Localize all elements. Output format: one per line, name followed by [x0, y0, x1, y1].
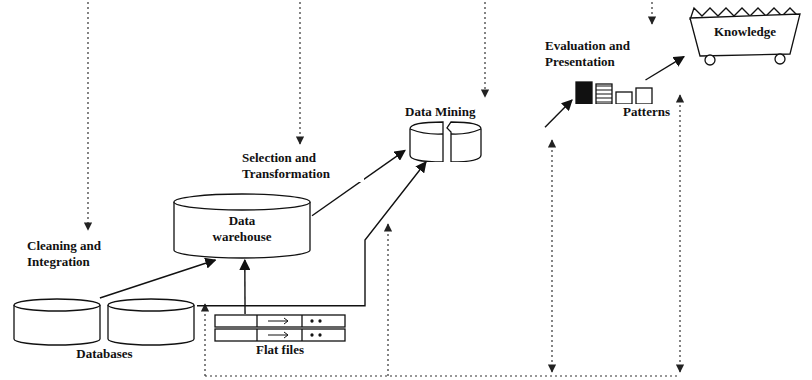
process-node: Patterns — [572, 80, 670, 120]
cart-body — [690, 14, 800, 56]
data-mining-icon — [405, 120, 545, 162]
file-row — [215, 329, 345, 341]
dotted-arrow — [299, 2, 300, 144]
bar — [576, 82, 592, 104]
process-node: Databases — [12, 298, 197, 362]
bar — [596, 84, 612, 104]
flow-arrow — [545, 100, 572, 127]
database-icon — [12, 298, 197, 346]
node-label: Data warehouse — [202, 213, 282, 245]
step-label: Evaluation and Presentation — [543, 38, 657, 70]
cylinder-half — [447, 122, 481, 162]
feedback-line — [551, 140, 552, 372]
cylinder-top — [174, 194, 310, 210]
feedback-line — [205, 375, 680, 376]
process-node: Data Mining — [405, 104, 545, 162]
node-label: Databases — [12, 346, 197, 362]
feedback-line — [387, 224, 388, 376]
cylinder-top — [108, 299, 194, 311]
flow-arrow — [197, 162, 426, 306]
cylinder-top — [14, 299, 100, 311]
dotted-arrow — [651, 2, 652, 24]
wheel — [775, 54, 785, 64]
node-label: Data Mining — [405, 104, 545, 120]
step-label: Cleaning and Integration — [25, 238, 139, 270]
dotted-arrow — [87, 2, 88, 230]
wheel — [705, 55, 715, 65]
feedback-line — [204, 304, 205, 376]
bar — [616, 92, 632, 104]
node-label: Knowledge — [714, 24, 776, 40]
process-node: Data warehouse — [172, 192, 312, 260]
process-node: Knowledge — [684, 4, 806, 66]
patterns-chart — [572, 80, 670, 104]
node-label: Patterns — [572, 104, 670, 120]
bar — [636, 88, 652, 104]
feedback-line — [679, 95, 680, 372]
node-label: Flat files — [212, 342, 348, 358]
dotted-arrow — [484, 2, 485, 97]
cylinder-half — [410, 122, 443, 162]
file-row — [215, 315, 345, 327]
step-label: Selection and Transformation — [240, 150, 364, 182]
process-node: Flat files — [212, 314, 348, 358]
flat-file-icon — [212, 314, 348, 342]
